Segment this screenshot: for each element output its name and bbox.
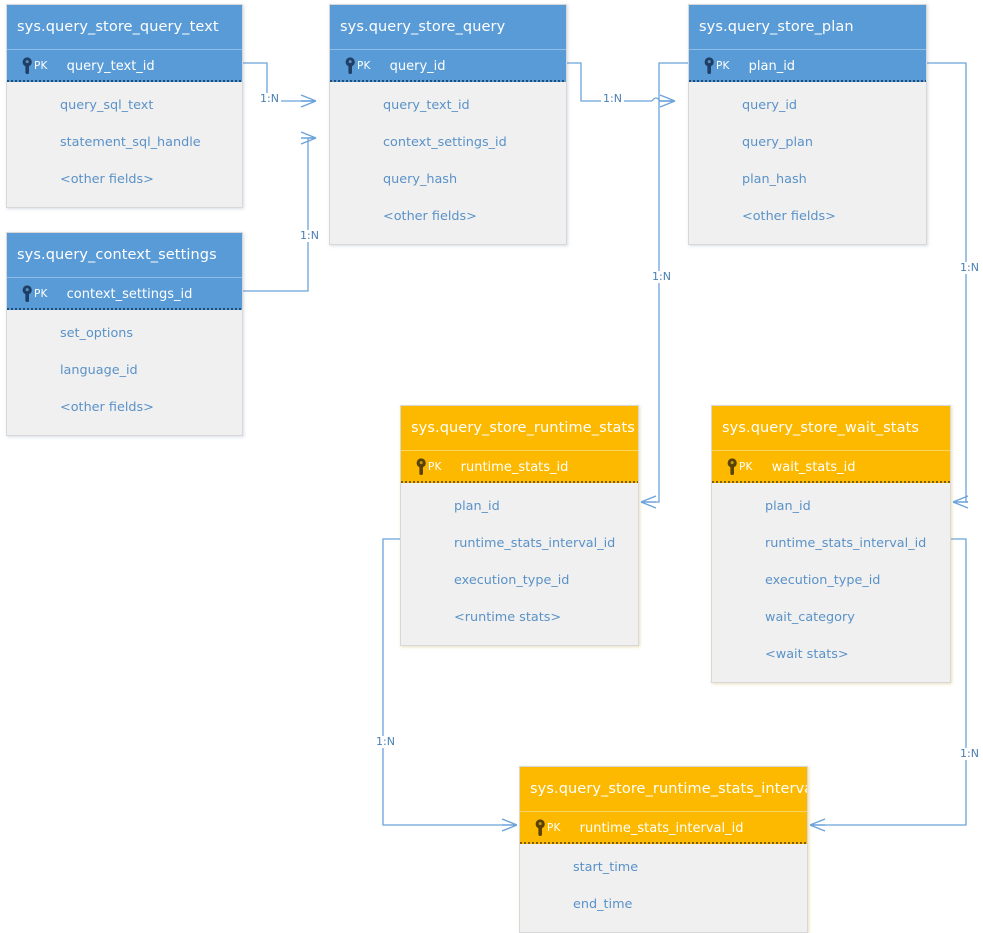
attribute-row[interactable]: <runtime stats> xyxy=(454,610,562,625)
entity-runtime-stats[interactable]: sys.query_store_runtime_stats PK runtime… xyxy=(400,405,639,646)
primary-key-row[interactable]: PK runtime_stats_interval_id xyxy=(520,811,807,844)
pk-tag: PK xyxy=(428,461,442,473)
entity-title: sys.query_store_plan xyxy=(689,5,926,49)
key-icon xyxy=(411,458,431,476)
attribute-row[interactable]: <wait stats> xyxy=(765,647,849,662)
attribute-row[interactable]: set_options xyxy=(60,326,134,341)
key-icon xyxy=(340,57,360,75)
primary-key-row[interactable]: PK runtime_stats_id xyxy=(401,450,638,483)
cardinality-label-contextsettings-query: 1:N xyxy=(298,229,321,242)
pk-tag: PK xyxy=(34,60,48,72)
attribute-row[interactable]: execution_type_id xyxy=(454,573,570,588)
primary-key-row[interactable]: PK query_text_id xyxy=(7,49,242,82)
primary-key-row[interactable]: PK query_id xyxy=(330,49,566,82)
cardinality-label-plan-runtimestats: 1:N xyxy=(650,270,673,283)
pk-field-name: context_settings_id xyxy=(66,286,193,302)
pk-tag: PK xyxy=(716,60,730,72)
connector-plan-runtimestats xyxy=(640,62,688,509)
pk-tag: PK xyxy=(357,60,371,72)
attribute-row[interactable]: plan_id xyxy=(765,499,811,514)
attribute-row[interactable]: execution_type_id xyxy=(765,573,881,588)
pk-tag: PK xyxy=(739,461,753,473)
pk-field-name: query_text_id xyxy=(66,58,155,74)
attribute-row[interactable]: runtime_stats_interval_id xyxy=(454,536,616,551)
attribute-row[interactable]: start_time xyxy=(573,860,639,875)
attribute-row[interactable]: <other fields> xyxy=(383,209,477,224)
entity-runtime-stats-interval[interactable]: sys.query_store_runtime_stats_interval P… xyxy=(519,766,808,933)
attribute-row[interactable]: query_text_id xyxy=(383,98,470,113)
attribute-list: plan_id runtime_stats_interval_id execut… xyxy=(712,483,950,682)
cardinality-label-querytext-query: 1:N xyxy=(258,92,281,105)
attribute-list: query_sql_text statement_sql_handle <oth… xyxy=(7,82,242,207)
attribute-row[interactable]: plan_id xyxy=(454,499,500,514)
pk-tag: PK xyxy=(547,822,561,834)
attribute-list: plan_id runtime_stats_interval_id execut… xyxy=(401,483,638,645)
attribute-row[interactable]: context_settings_id xyxy=(383,135,507,150)
pk-field-name: plan_id xyxy=(748,58,796,74)
pk-field-name: wait_stats_id xyxy=(771,459,856,475)
key-icon xyxy=(17,285,37,303)
entity-title: sys.query_store_query_text xyxy=(7,5,242,49)
key-icon xyxy=(699,57,719,75)
primary-key-row[interactable]: PK plan_id xyxy=(689,49,926,82)
attribute-row[interactable]: query_hash xyxy=(383,172,458,187)
pk-field-name: runtime_stats_interval_id xyxy=(579,820,744,836)
attribute-list: query_text_id context_settings_id query_… xyxy=(330,82,566,244)
primary-key-row[interactable]: PK wait_stats_id xyxy=(712,450,950,483)
attribute-row[interactable]: query_id xyxy=(742,98,798,113)
attribute-row[interactable]: plan_hash xyxy=(742,172,807,187)
entity-query-text[interactable]: sys.query_store_query_text PK query_text… xyxy=(6,4,243,208)
attribute-row[interactable]: end_time xyxy=(573,897,633,912)
pk-field-name: query_id xyxy=(389,58,446,74)
attribute-row[interactable]: statement_sql_handle xyxy=(60,135,201,150)
primary-key-row[interactable]: PK context_settings_id xyxy=(7,277,242,310)
entity-wait-stats[interactable]: sys.query_store_wait_stats PK wait_stats… xyxy=(711,405,951,683)
entity-title: sys.query_store_wait_stats xyxy=(712,406,950,450)
attribute-row[interactable]: language_id xyxy=(60,363,138,378)
entity-title: sys.query_store_query xyxy=(330,5,566,49)
cardinality-label-interval-runtimestats: 1:N xyxy=(374,735,397,748)
attribute-list: set_options language_id <other fields> xyxy=(7,310,242,435)
attribute-list: start_time end_time xyxy=(520,844,807,932)
entity-plan[interactable]: sys.query_store_plan PK plan_id query_id… xyxy=(688,4,927,245)
key-icon xyxy=(17,57,37,75)
attribute-row[interactable]: query_plan xyxy=(742,135,813,150)
attribute-row[interactable]: wait_category xyxy=(765,610,855,625)
entity-title: sys.query_store_runtime_stats xyxy=(401,406,638,450)
attribute-row[interactable]: <other fields> xyxy=(60,172,154,187)
key-icon xyxy=(530,819,550,837)
entity-context-settings[interactable]: sys.query_context_settings PK context_se… xyxy=(6,232,243,436)
cardinality-label-plan-waitstats: 1:N xyxy=(958,261,981,274)
entity-query[interactable]: sys.query_store_query PK query_id query_… xyxy=(329,4,567,245)
entity-title: sys.query_context_settings xyxy=(7,233,242,277)
attribute-row[interactable]: runtime_stats_interval_id xyxy=(765,536,927,551)
entity-title: sys.query_store_runtime_stats_interval xyxy=(520,767,807,811)
attribute-row[interactable]: <other fields> xyxy=(742,209,836,224)
cardinality-label-query-plan: 1:N xyxy=(601,92,624,105)
key-icon xyxy=(722,458,742,476)
pk-tag: PK xyxy=(34,288,48,300)
attribute-row[interactable]: <other fields> xyxy=(60,400,154,415)
attribute-list: query_id query_plan plan_hash <other fie… xyxy=(689,82,926,244)
attribute-row[interactable]: query_sql_text xyxy=(60,98,154,113)
pk-field-name: runtime_stats_id xyxy=(460,459,569,475)
cardinality-label-interval-waitstats: 1:N xyxy=(958,747,981,760)
connector-contextsettings-query xyxy=(243,131,317,292)
